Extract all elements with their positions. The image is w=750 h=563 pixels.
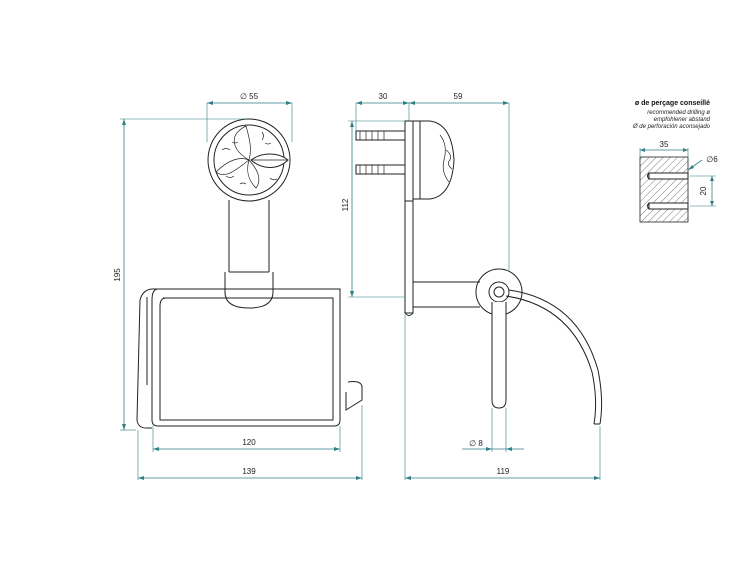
rosette-profile bbox=[413, 120, 455, 200]
dim-projection-short: 30 bbox=[355, 92, 410, 131]
drilling-template bbox=[639, 156, 689, 223]
cover-flap bbox=[505, 289, 603, 425]
dim-height-112-label: 112 bbox=[341, 198, 350, 211]
drilling-note-line-1: recommended drilling ø bbox=[647, 110, 710, 116]
dim-rod-diameter-label: ∅ 8 bbox=[469, 439, 483, 448]
cover bbox=[136, 288, 363, 429]
drilling-note: ø de perçage conseillé recommended drill… bbox=[632, 100, 718, 223]
dim-total-height: 195 bbox=[113, 118, 246, 431]
dim-rosette-diameter: ∅ 55 bbox=[206, 92, 293, 142]
dim-total-height-label: 195 bbox=[113, 268, 122, 282]
front-view: ∅ 55 195 120 139 bbox=[113, 92, 363, 480]
dim-height-112: 112 bbox=[341, 120, 405, 298]
dim-rosette-diameter-label: ∅ 55 bbox=[240, 92, 259, 101]
dim-total-width-label: 139 bbox=[242, 467, 256, 476]
dim-rod-diameter: ∅ 8 bbox=[462, 408, 524, 452]
dim-drill-width-label: 35 bbox=[660, 140, 669, 149]
wall-dowels bbox=[355, 130, 406, 175]
dim-drill-height: 20 bbox=[690, 175, 716, 207]
rosette bbox=[207, 118, 291, 202]
dim-drill-width: 35 bbox=[639, 140, 689, 157]
leaf-ornament-icon bbox=[215, 125, 289, 189]
post bbox=[224, 200, 274, 309]
drilling-note-title: ø de perçage conseillé bbox=[635, 100, 710, 107]
rod bbox=[491, 302, 507, 409]
drilling-note-line-3: Ø de perforación aconsejado bbox=[632, 124, 711, 130]
dim-projection-long-label: 59 bbox=[454, 92, 463, 101]
side-view: 30 59 112 ∅ 8 bbox=[341, 92, 603, 480]
dim-cover-width: 120 bbox=[152, 426, 341, 452]
dim-drill-hole-label: ∅6 bbox=[706, 155, 718, 164]
dim-total-depth: 119 bbox=[404, 315, 601, 480]
dim-total-width: 139 bbox=[137, 405, 363, 480]
wall-plate bbox=[404, 120, 414, 316]
dim-total-depth-label: 119 bbox=[497, 467, 510, 476]
drilling-note-line-2: empfohlener abstand bbox=[654, 117, 711, 123]
dim-cover-width-label: 120 bbox=[242, 438, 256, 447]
dim-drill-hole: ∅6 bbox=[687, 155, 718, 171]
arm bbox=[413, 281, 480, 308]
dim-drill-height-label: 20 bbox=[699, 186, 708, 195]
dim-projection-short-label: 30 bbox=[379, 92, 388, 101]
dim-projection-long: 59 bbox=[409, 92, 510, 270]
